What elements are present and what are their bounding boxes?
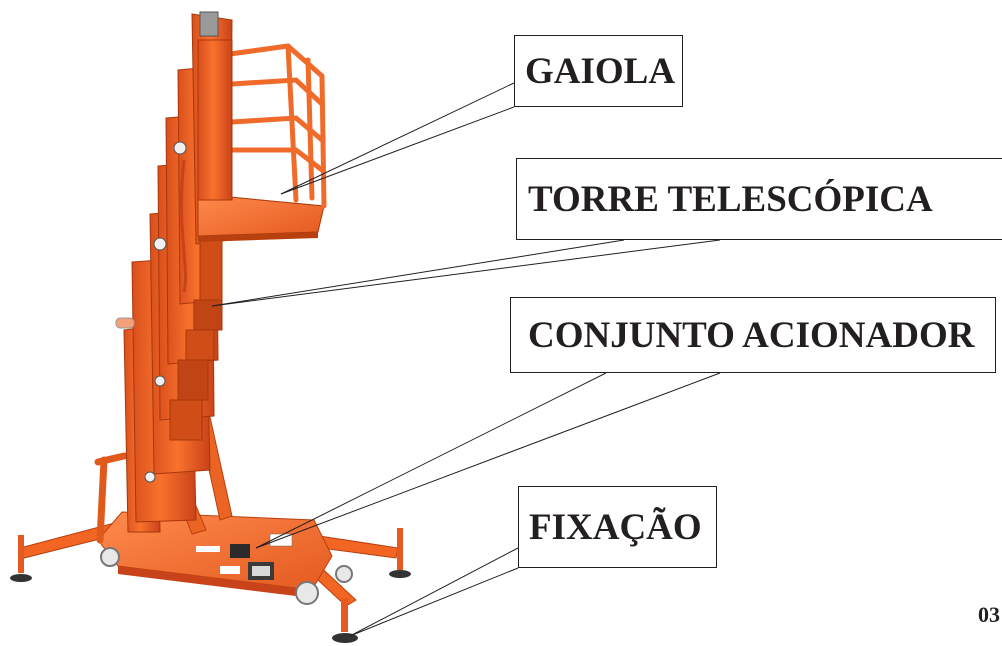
page-number: 03	[978, 602, 1000, 627]
control-box	[199, 11, 219, 37]
label-conjunto-text: CONJUNTO ACIONADOR	[528, 314, 975, 356]
label-torre-text: TORRE TELESCÓPICA	[528, 178, 933, 220]
leader-lines	[211, 82, 721, 637]
leader-torre	[211, 239, 721, 307]
label-fixacao: FIXAÇÃO	[518, 486, 717, 568]
label-gaiola-text: GAIOLA	[525, 50, 676, 92]
leader-conjunto	[255, 372, 721, 549]
aerial-lift-illustration	[10, 11, 411, 643]
label-torre-telescopica: TORRE TELESCÓPICA	[516, 158, 1002, 240]
leader-gaiola	[280, 82, 515, 195]
label-fixacao-text: FIXAÇÃO	[529, 506, 702, 548]
tow-handle	[94, 452, 128, 544]
cage-platform	[197, 39, 327, 242]
label-conjunto-acionador: CONJUNTO ACIONADOR	[510, 297, 996, 373]
label-gaiola: GAIOLA	[514, 35, 683, 107]
leader-fixacao	[349, 547, 519, 637]
